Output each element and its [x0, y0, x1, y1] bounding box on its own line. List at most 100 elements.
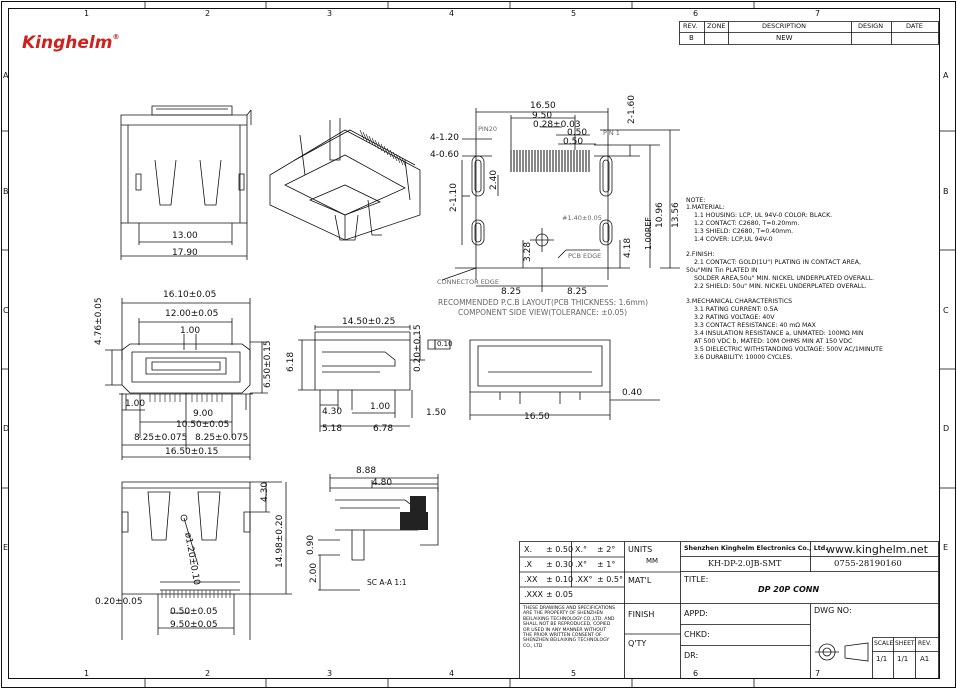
sheet-label: SHEET — [895, 640, 915, 647]
scale-label: SCALE — [874, 640, 894, 647]
sheet-value: 1/1 — [897, 655, 909, 663]
note-line: 2.2 SHIELD: 50u" MIN. NICKEL UNDERPLATED… — [694, 283, 867, 291]
bottom-view-pins — [162, 590, 230, 598]
sv-dim-6-78: 6.78 — [373, 424, 394, 434]
zone-row-a-left: A — [3, 71, 9, 80]
note-line: 1.2 CONTACT: C2680, T=0.20mm. — [694, 220, 800, 228]
title-block-lines — [520, 542, 939, 679]
pcb-layout-drawing — [442, 108, 680, 292]
sv-dim-1-00: 1.00 — [370, 402, 391, 412]
tol-a-1: .X — [524, 560, 533, 569]
copyright-line: OR USED IN ANY MANNER WITHOUT — [523, 627, 607, 633]
zone-col-3-bottom: 3 — [327, 669, 333, 678]
tol-b-2: ± 0.10 — [546, 575, 574, 584]
tol-d-1: ± 1° — [597, 560, 616, 569]
pcb-dim-16-50: 16.50 — [530, 101, 556, 111]
connector-edge-label: CONNECTOR EDGE — [437, 278, 499, 286]
bv-dim-9-50: 9.50±0.05 — [170, 620, 218, 630]
zone-row-e-right: E — [943, 543, 949, 552]
zone-col-3-top: 3 — [327, 9, 333, 18]
sv-dim-5-18: 5.18 — [322, 424, 343, 434]
pcb-dim-13-56: 13.56 — [671, 202, 681, 228]
pcb-hole-dim: #1.40±0.05 — [562, 214, 602, 222]
copyright-line: BEILAIXING TECHNOLOGY CO.,LTD. AND — [523, 616, 615, 622]
inner-border — [9, 9, 940, 679]
rev-header: REV. — [683, 22, 698, 30]
tol-c-1: .X° — [575, 560, 588, 569]
tol-d-2: ± 0.5° — [597, 575, 623, 584]
appd-label: APPD: — [684, 609, 708, 618]
qty-label: Q'TY — [628, 639, 647, 648]
rv-dim-16-50: 16.50 — [524, 412, 550, 422]
copyright-line: CO., LTD — [523, 643, 543, 649]
sv-flatness: 0.10 — [437, 340, 453, 348]
pcb-dim-3-28: 3.28 — [523, 241, 533, 262]
note-line: 2.FINISH: — [686, 251, 715, 259]
zone-row-c-right: C — [943, 306, 949, 315]
zone-col-7-bottom: 7 — [815, 669, 821, 678]
matl-label: MAT'L — [628, 576, 652, 585]
description-header: DESCRIPTION — [762, 22, 806, 30]
pcb-dim-8-25-right: 8.25 — [567, 287, 588, 297]
note-line: 1.MATERIAL: — [686, 204, 725, 212]
units-value: MM — [646, 557, 659, 565]
pcb-dim-4-1-20: 4-1.20 — [430, 133, 460, 143]
registered-mark: ® — [112, 33, 120, 41]
zone-col-2-top: 2 — [205, 9, 211, 18]
part-number: KH-DP-2.0JB-SMT — [708, 559, 782, 568]
sv-dim-6-18: 6.18 — [286, 351, 296, 372]
pcb-dim-0-50b: 0.50 — [563, 137, 584, 147]
fv-dim-10-50: 10.50±0.05 — [176, 420, 230, 430]
phone-number: 0755-28190160 — [834, 559, 902, 569]
zone-row-e-left: E — [3, 543, 9, 552]
fv-dim-8-25-right: 8.25±0.075 — [195, 433, 249, 443]
zone-row-d-left: D — [3, 424, 10, 433]
zone-row-b-left: B — [3, 187, 9, 196]
tol-a-0: X. — [524, 545, 533, 554]
sec-dim-8-88: 8.88 — [356, 466, 377, 476]
pcb-edge-label: PCB EDGE — [568, 252, 602, 260]
pcb-dim-4-18: 4.18 — [623, 237, 633, 258]
rear-view-drawing — [470, 340, 660, 420]
bv-dim-0-20: 0.20±0.05 — [95, 597, 143, 607]
sv-dim-0-20: 0.20±0.15 — [413, 324, 423, 372]
zone-row-b-right: B — [943, 187, 949, 196]
pin20-label: PIN20 — [478, 125, 497, 133]
top-view-drawing — [121, 106, 251, 260]
zone-header: ZONE — [707, 22, 726, 30]
fv-dim-9-00: 9.00 — [193, 409, 214, 419]
note-line: 1.4 COVER: LCP,UL 94V-0 — [694, 236, 773, 244]
note-line: 3.2 RATING VOLTAGE: 40V — [694, 314, 775, 322]
pcb-dim-1-00ref: 1.00REF — [644, 216, 653, 250]
note-line: SOLDER AREA,50u" MIN. NICKEL UNDERPLATED… — [694, 275, 874, 283]
dim-17-90: 17.90 — [172, 248, 198, 258]
rev-value: B — [689, 34, 694, 42]
pcb-dim-9-50: 9.50 — [532, 111, 553, 121]
zone-col-2-bottom: 2 — [205, 669, 211, 678]
zone-col-1-bottom: 1 — [84, 669, 90, 678]
note-line: 50u"MIN Tin PLATED IN — [686, 267, 758, 275]
note-line: 2.1 CONTACT: GOLD(1U") PLATING IN CONTAC… — [694, 259, 861, 267]
title-label: TITLE: — [684, 575, 709, 584]
company-name: Shenzhen Kinghelm Electronics Co., Ltd. — [684, 545, 828, 552]
units-label: UNITS — [628, 545, 653, 554]
sec-dim-0-90: 0.90 — [306, 534, 316, 555]
title-value: DP 20P CONN — [758, 585, 820, 594]
zone-col-4-bottom: 4 — [449, 669, 455, 678]
note-line: 3.3 CONTACT RESISTANCE: 40 mΩ MAX — [694, 322, 816, 330]
website: www.kinghelm.net — [826, 543, 928, 556]
rev-value-tb: A1 — [920, 655, 930, 663]
description-value: NEW — [776, 34, 793, 42]
bv-dim-14-98: 14.98±0.20 — [275, 514, 285, 568]
design-header: DESIGN — [858, 22, 884, 30]
pcb-dim-8-25-left: 8.25 — [501, 287, 522, 297]
tol-c-2: .XX° — [575, 575, 593, 584]
note-line: 3.4 INSULATION RESISTANCE a, UNMATED: 10… — [694, 330, 864, 338]
notes-block: NOTE: 1.MATERIAL: 1.1 HOUSING: LCP, UL 9… — [686, 197, 883, 363]
zone-col-7-top: 7 — [815, 9, 821, 18]
isometric-view-drawing — [270, 118, 420, 240]
dr-label: DR: — [684, 651, 699, 660]
